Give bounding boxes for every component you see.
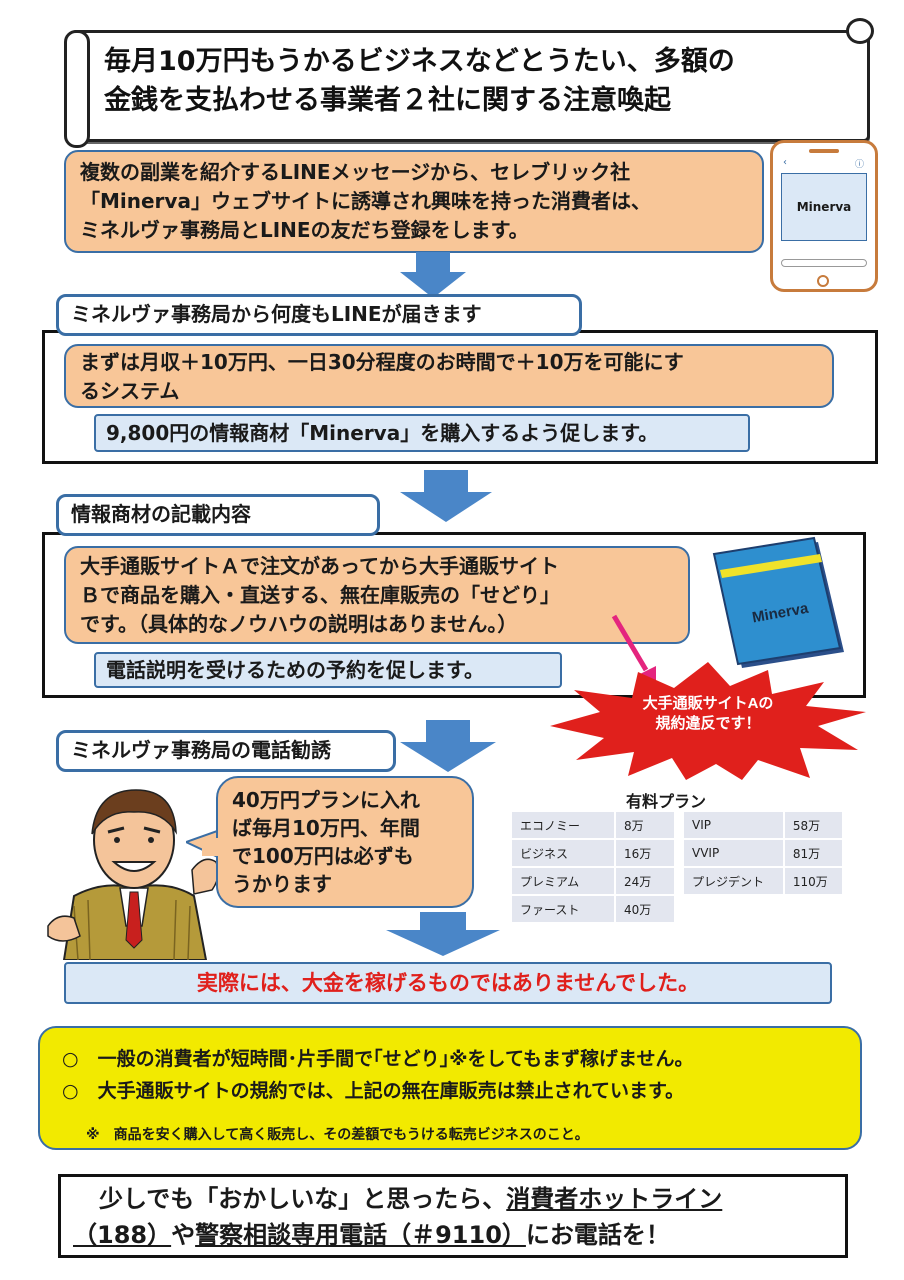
note-footnote: ※ 商品を安く購入して高く販売し、その差額でもうける転売ビジネスのこと。 — [86, 1127, 589, 1143]
result-text: 実際には、大金を稼げるものではありませんでした。 — [196, 971, 700, 995]
step1-line: ミネルヴァ事務局とLINEの友だち登録をします。 — [80, 218, 529, 242]
hotline-box: 少しでも「おかしいな」と思ったら、消費者ホットライン （188）や警察相談専用電… — [58, 1174, 848, 1258]
down-arrow-icon — [400, 470, 492, 522]
down-arrow-icon — [400, 252, 466, 298]
hotline-line-2: （188）や警察相談専用電話（＃9110）にお電話を！ — [73, 1217, 835, 1253]
step2-tag: ミネルヴァ事務局から何度もLINEが届きます — [56, 294, 582, 336]
plan-name: VIP — [684, 812, 783, 838]
speech-bubble-joint — [202, 838, 220, 856]
step2-line: るシステム — [80, 379, 180, 403]
title-line-1: 毎月10万円もうかるビジネスなどとうたい、多額の — [104, 46, 735, 77]
page-title: 毎月10万円もうかるビジネスなどとうたい、多額の 金銭を支払わせる事業者２社に関… — [104, 42, 864, 120]
hotline-text: にお電話を！ — [525, 1221, 670, 1249]
speech-line: うかります — [232, 872, 332, 896]
plan-price: 110万 — [784, 868, 842, 894]
salesman-icon — [47, 789, 219, 960]
hotline-police-link[interactable]: 警察相談専用電話（＃9110） — [195, 1221, 526, 1249]
step2-blue-box: 9,800円の情報商材「Minerva」を購入するよう促します。 — [94, 414, 750, 452]
plan-price: 24万 — [615, 868, 674, 894]
step2-blue-text: 9,800円の情報商材「Minerva」を購入するよう促します。 — [106, 421, 659, 445]
book-icon: Minerva — [712, 536, 844, 668]
down-arrow-icon — [386, 912, 500, 956]
speech-line: 40万円プランに入れ — [232, 788, 420, 812]
scroll-curl-left — [64, 30, 90, 148]
step1-box: 複数の副業を紹介するLINEメッセージから、セレブリック社 「Minerva」ウ… — [64, 150, 764, 253]
title-banner — [70, 30, 870, 142]
plan-price: 81万 — [784, 840, 842, 866]
burst-line: 規約違反です！ — [655, 715, 761, 732]
step2-tag-label: ミネルヴァ事務局から何度もLINEが届きます — [71, 302, 482, 326]
step4-tag: ミネルヴァ事務局の電話勧誘 — [56, 730, 396, 772]
plan-title: 有料プラン — [626, 792, 707, 811]
phone-screen: Minerva — [781, 173, 867, 241]
down-arrow-icon — [400, 720, 496, 772]
hotline-text: 少しでも「おかしいな」と思ったら、 — [99, 1185, 507, 1213]
step3-line: 大手通販サイトＡで注文があってから大手通販サイト — [80, 554, 559, 578]
step3-line: Ｂで商品を購入・直送する、無在庫販売の「せどり」 — [80, 583, 560, 607]
warning-burst-icon — [550, 662, 866, 780]
plan-price: 16万 — [615, 840, 674, 866]
smartphone-icon: ‹ ⓘ Minerva — [770, 140, 878, 292]
speech-bubble: 40万円プランに入れ ば毎月10万円、年間 で100万円は必ずも うかります — [216, 776, 474, 908]
speech-line: ば毎月10万円、年間 — [232, 816, 420, 840]
step4-tag-label: ミネルヴァ事務局の電話勧誘 — [71, 738, 331, 762]
step3-orange-box: 大手通販サイトＡで注文があってから大手通販サイト Ｂで商品を購入・直送する、無在… — [64, 546, 690, 644]
title-line-2: 金銭を支払わせる事業者２社に関する注意喚起 — [104, 85, 671, 116]
step3-tag: 情報商材の記載内容 — [56, 494, 380, 536]
step3-blue-box: 電話説明を受けるための予約を促します。 — [94, 652, 562, 688]
step2-line: まずは月収＋10万円、一日30分程度のお時間で＋10万を可能にす — [80, 350, 684, 374]
hotline-line-1: 少しでも「おかしいな」と思ったら、消費者ホットライン — [73, 1181, 835, 1217]
plan-name: プレミアム — [512, 868, 614, 894]
hotline-text: や — [171, 1221, 196, 1249]
step2-orange-box: まずは月収＋10万円、一日30分程度のお時間で＋10万を可能にす るシステム — [64, 344, 834, 408]
speech-line: で100万円は必ずも — [232, 844, 414, 868]
note-bullet-1: ○ 一般の消費者が短時間･片手間で｢せどり｣※をしてもまず稼げません。 — [62, 1048, 694, 1070]
note-bullet-2: ○ 大手通販サイトの規約では、上記の無在庫販売は禁止されています。 — [62, 1080, 685, 1102]
plan-name: ファースト — [512, 896, 614, 922]
plan-price: 8万 — [615, 812, 674, 838]
plan-name: エコノミー — [512, 812, 614, 838]
hotline-consumer-link[interactable]: 消費者ホットライン — [506, 1185, 723, 1213]
hotline-188-link[interactable]: （188） — [73, 1221, 172, 1249]
step3-line: です。（具体的なノウハウの説明はありません。） — [80, 612, 518, 636]
step1-line: 複数の副業を紹介するLINEメッセージから、セレブリック社 — [80, 160, 631, 184]
step1-line: 「Minerva」ウェブサイトに誘導され興味を持った消費者は、 — [80, 189, 651, 213]
burst-line: 大手通販サイトAの — [642, 695, 774, 712]
scroll-curl-top — [846, 18, 874, 44]
result-box: 実際には、大金を稼げるものではありませんでした。 — [64, 962, 832, 1004]
plan-price: 40万 — [615, 896, 674, 922]
notes-box: ○ 一般の消費者が短時間･片手間で｢せどり｣※をしてもまず稼げません。 ○ 大手… — [38, 1026, 862, 1150]
step3-blue-text: 電話説明を受けるための予約を促します。 — [106, 658, 484, 682]
step3-tag-label: 情報商材の記載内容 — [71, 502, 251, 526]
plan-price: 58万 — [784, 812, 842, 838]
plan-name: ビジネス — [512, 840, 614, 866]
phone-screen-label: Minerva — [796, 200, 852, 214]
plan-name: プレジデント — [684, 868, 783, 894]
plan-name: VVIP — [684, 840, 783, 866]
warning-burst-text: 大手通販サイトAの 規約違反です！ — [590, 694, 826, 734]
